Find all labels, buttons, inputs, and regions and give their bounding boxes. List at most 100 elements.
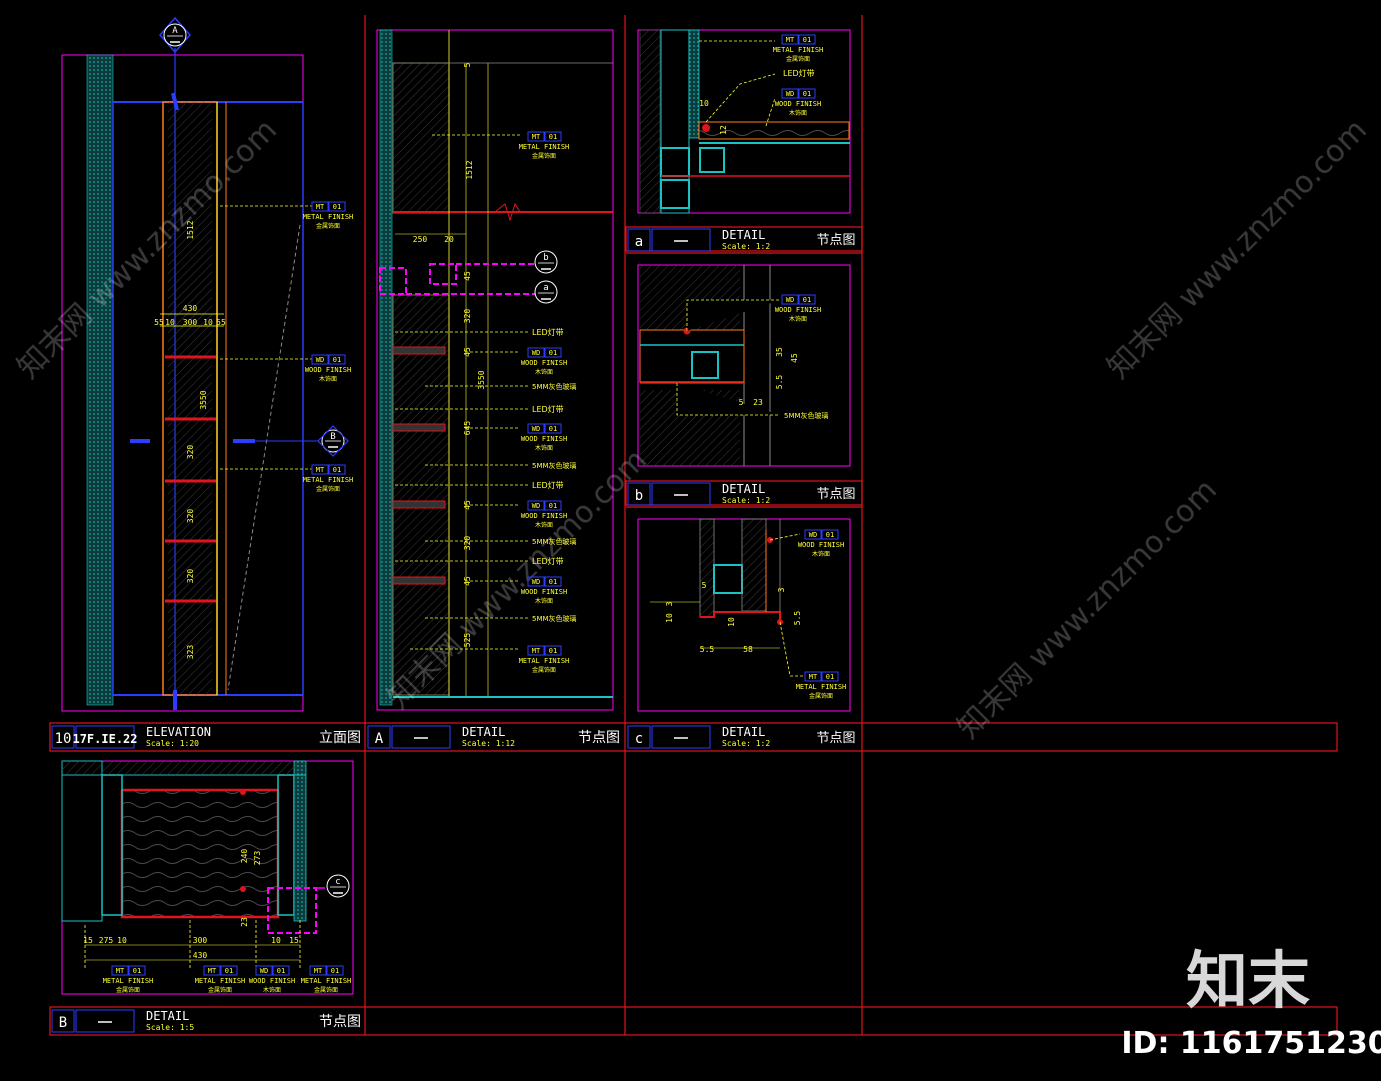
title-letter: b xyxy=(635,488,643,504)
material-tag-box xyxy=(821,671,839,682)
dimension-label: 20 xyxy=(444,235,454,244)
material-number: 01 xyxy=(225,967,233,975)
material-name: METAL FINISH xyxy=(796,683,847,691)
material-number: 01 xyxy=(331,967,339,975)
material-name-cn: 金属饰面 xyxy=(208,986,232,994)
title-letter: c xyxy=(635,731,643,747)
section-marker-letter: B xyxy=(330,432,335,442)
material-name-cn: 金属饰面 xyxy=(809,692,833,700)
material-tag-box xyxy=(220,965,238,976)
dimension-label: 55 xyxy=(154,318,164,327)
material-name-cn: 金属饰面 xyxy=(786,55,810,63)
watermark-brand: 知末 xyxy=(1186,944,1310,1017)
title-letter-box xyxy=(51,725,75,749)
dimension-label: 300 xyxy=(193,936,208,945)
material-number: 01 xyxy=(333,203,341,211)
material-name-cn: 金属饰面 xyxy=(316,485,340,493)
material-tag-box xyxy=(311,201,329,212)
material-tag-box xyxy=(128,965,146,976)
material-name: METAL FINISH xyxy=(303,213,354,221)
led-label: LED灯带 xyxy=(783,68,815,78)
dimension-label: 320 xyxy=(186,509,195,524)
dimension-label: 250 xyxy=(413,235,428,244)
material-number: 01 xyxy=(549,425,557,433)
title-cn: 节点图 xyxy=(816,487,855,502)
title-cn: 节点图 xyxy=(319,1014,361,1030)
material-name: WOOD FINISH xyxy=(521,435,567,443)
material-number: 01 xyxy=(549,502,557,510)
material-code: WD xyxy=(786,296,794,304)
glass-label: 5MM灰色玻璃 xyxy=(784,411,829,420)
callout-letter: b xyxy=(543,253,548,263)
material-tag-box xyxy=(544,576,562,587)
material-name: WOOD FINISH xyxy=(249,977,295,985)
material-name-cn: 金属饰面 xyxy=(532,152,556,160)
material-name-cn: 木饰面 xyxy=(789,109,807,117)
led-label: LED灯带 xyxy=(532,404,564,414)
title-label: DETAIL xyxy=(722,228,765,242)
material-tag-box xyxy=(527,423,545,434)
detail-b-drawing xyxy=(637,264,851,467)
material-name: METAL FINISH xyxy=(195,977,246,985)
material-name: WOOD FINISH xyxy=(775,100,821,108)
material-number: 01 xyxy=(803,296,811,304)
dimension-label: 23 xyxy=(240,917,249,927)
material-tag-box xyxy=(311,464,329,475)
dimension-label: 15 xyxy=(289,936,299,945)
title-cn: 立面图 xyxy=(319,730,361,746)
material-number: 01 xyxy=(333,466,341,474)
title-letter: A xyxy=(375,731,384,747)
dimension-label: 3550 xyxy=(477,370,486,389)
title-scale: Scale: 1:12 xyxy=(462,739,515,748)
title-label: ELEVATION xyxy=(146,725,211,739)
watermark-diagonal-3: 知末网 www.znzmo.com xyxy=(1101,113,1374,386)
material-code: WD xyxy=(532,502,540,510)
dimension-label: 5 xyxy=(739,398,744,407)
dimension-label: 45 xyxy=(463,576,472,586)
dimension-label: 430 xyxy=(193,951,208,960)
material-code: MT xyxy=(208,967,217,975)
material-code: WD xyxy=(809,531,817,539)
dimension-label: 10 xyxy=(203,318,213,327)
material-code: WD xyxy=(316,356,324,364)
material-tag-box xyxy=(544,500,562,511)
material-tag-box xyxy=(311,354,329,365)
title-letter-box xyxy=(51,1009,75,1033)
watermark-diagonal-1: 知末网 www.znzmo.com xyxy=(11,113,284,386)
material-code: MT xyxy=(532,133,541,141)
material-tag-box xyxy=(781,88,799,99)
dimension-label: 5.5 xyxy=(775,375,784,390)
material-name-cn: 金属饰面 xyxy=(116,986,140,994)
title-code-box xyxy=(651,725,711,749)
material-tag-box xyxy=(326,965,344,976)
title-letter: 10 xyxy=(55,731,72,747)
material-code: MT xyxy=(809,673,818,681)
title-label: DETAIL xyxy=(722,725,765,739)
material-tag-box xyxy=(328,201,346,212)
dimension-label: 12 xyxy=(719,125,728,135)
material-tag-box xyxy=(527,500,545,511)
material-name-cn: 木饰面 xyxy=(535,444,553,452)
dimension-label: 1512 xyxy=(465,160,474,179)
material-tag-box xyxy=(527,645,545,656)
title-code-box xyxy=(651,228,711,252)
material-tag-box xyxy=(798,294,816,305)
title-letter: B xyxy=(59,1015,67,1031)
dimension-label: 45 xyxy=(463,271,472,281)
material-name: METAL FINISH xyxy=(301,977,352,985)
title-code: 17F.IE.22 xyxy=(72,732,137,746)
dimension-label: 320 xyxy=(186,569,195,584)
material-code: WD xyxy=(786,90,794,98)
material-name-cn: 木饰面 xyxy=(535,521,553,529)
title-letter-box xyxy=(627,228,651,252)
material-name: METAL FINISH xyxy=(303,476,354,484)
material-name-cn: 金属饰面 xyxy=(532,666,556,674)
material-tag-box xyxy=(804,529,822,540)
title-cn: 节点图 xyxy=(816,731,855,746)
detail-A-drawing xyxy=(376,29,614,711)
material-tag-box xyxy=(272,965,290,976)
material-tag-box xyxy=(544,423,562,434)
material-name: METAL FINISH xyxy=(519,657,570,665)
material-tag-box xyxy=(544,131,562,142)
material-name-cn: 木饰面 xyxy=(535,597,553,605)
